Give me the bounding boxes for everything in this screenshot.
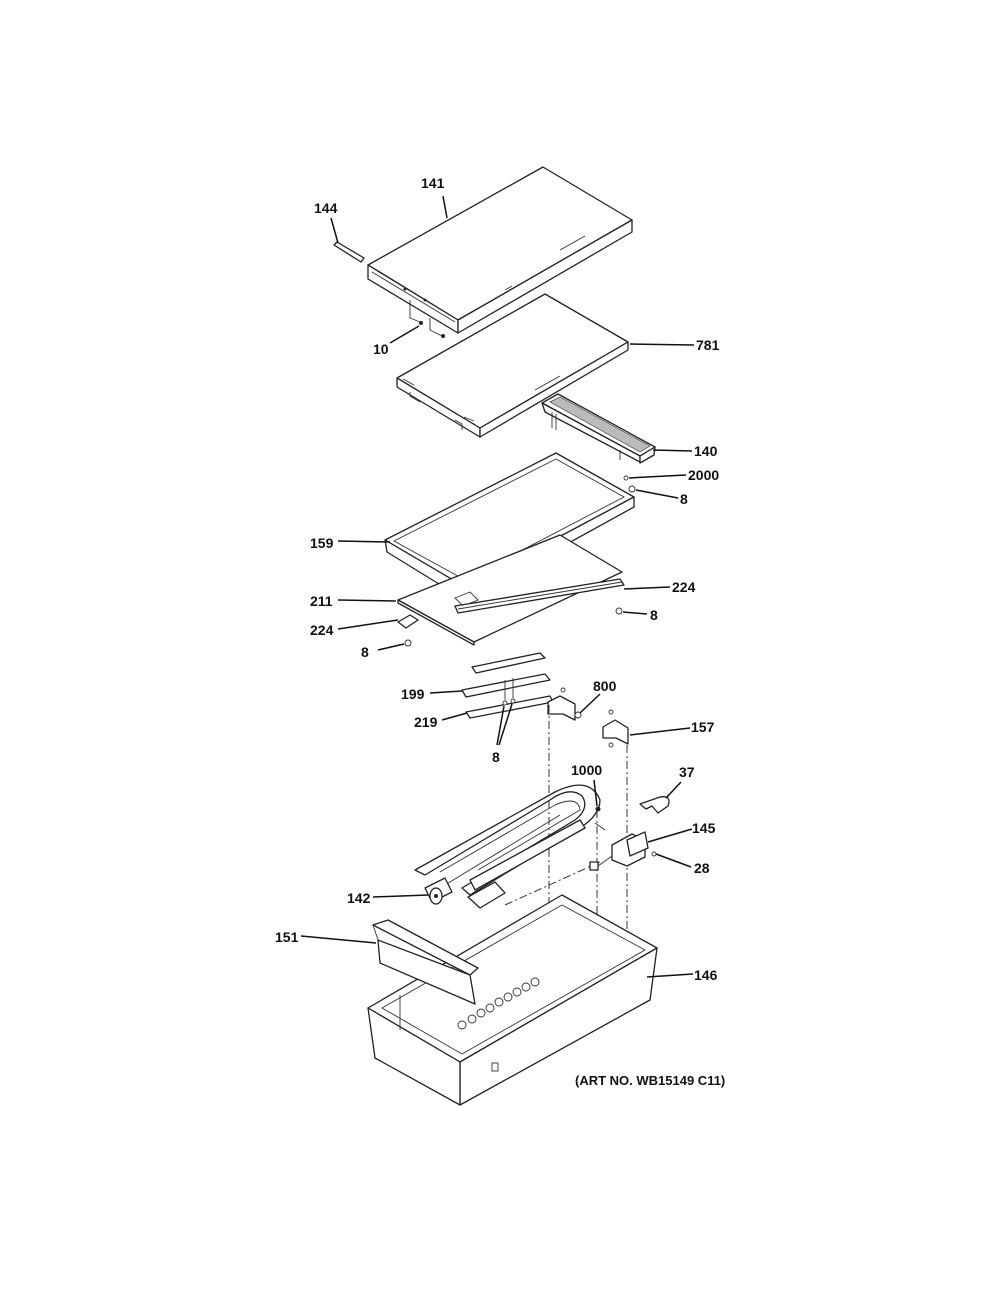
part-140-grille[interactable]	[541, 393, 656, 464]
part-145-valve[interactable]	[589, 831, 657, 871]
callout-1000: 1000	[571, 762, 602, 778]
callout-145: 145	[692, 820, 716, 836]
part-2000-and-8-screw[interactable]	[623, 475, 636, 493]
callout-199: 199	[401, 686, 425, 702]
part-142-burner[interactable]	[414, 784, 606, 909]
callout-8: 8	[650, 607, 658, 623]
part-199-shield[interactable]	[461, 652, 551, 698]
callout-219: 219	[414, 714, 438, 730]
part-157-bracket[interactable]	[602, 709, 629, 748]
callout-8: 8	[361, 644, 369, 660]
callout-140: 140	[694, 443, 718, 459]
part-224-bracket-right[interactable]	[454, 578, 625, 614]
callout-151: 151	[275, 929, 299, 945]
part-10-screws[interactable]	[409, 300, 445, 338]
leader-lines	[300, 195, 695, 978]
callout-157: 157	[691, 719, 715, 735]
callout-8: 8	[492, 749, 500, 765]
callout-labels: 141 144 10 781 140 2000 8 159 224 211 8 …	[275, 175, 720, 983]
callout-144: 144	[314, 200, 338, 216]
callout-224: 224	[672, 579, 696, 595]
callout-211: 211	[310, 593, 333, 609]
callout-141: 141	[421, 175, 445, 191]
callout-142: 142	[347, 890, 371, 906]
callout-28: 28	[694, 860, 710, 876]
part-781-griddle-plate[interactable]	[396, 293, 629, 438]
callout-159: 159	[310, 535, 334, 551]
callout-8: 8	[680, 491, 688, 507]
part-144-rod[interactable]	[333, 241, 365, 263]
art-number: (ART NO. WB15149 C11)	[575, 1073, 725, 1088]
part-224-bracket-left[interactable]	[397, 607, 623, 647]
part-800-bracket[interactable]	[547, 687, 582, 721]
callout-37: 37	[679, 764, 695, 780]
part-151-handle[interactable]	[372, 919, 479, 1005]
tray-holes	[457, 977, 540, 1030]
part-141-cover[interactable]	[367, 166, 633, 334]
callout-800: 800	[593, 678, 617, 694]
callout-2000: 2000	[688, 467, 719, 483]
callout-224: 224	[310, 622, 334, 638]
callout-781: 781	[696, 337, 720, 353]
callout-10: 10	[373, 341, 389, 357]
part-37-clip[interactable]	[639, 796, 670, 814]
part-211-plate[interactable]	[397, 534, 623, 646]
callout-146: 146	[694, 967, 718, 983]
part-146-tray[interactable]	[367, 894, 658, 1106]
